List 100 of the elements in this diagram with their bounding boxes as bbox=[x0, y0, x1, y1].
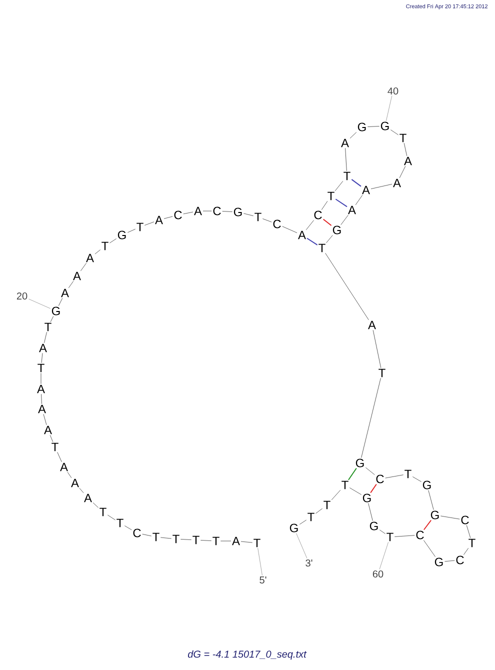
base-letter: T bbox=[192, 536, 200, 544]
base-letter: A bbox=[298, 230, 306, 240]
base-pair-line bbox=[423, 520, 432, 530]
base-letter: C bbox=[376, 474, 384, 484]
backbone-line bbox=[361, 378, 381, 458]
backbone-line bbox=[200, 540, 212, 541]
base-letter: A bbox=[38, 404, 46, 414]
base-letter: T bbox=[378, 368, 386, 378]
base-letter: G bbox=[118, 230, 126, 240]
base-letter: G bbox=[332, 226, 341, 234]
backbone-line bbox=[180, 539, 192, 540]
backbone-line bbox=[331, 490, 341, 500]
base-letter: G bbox=[380, 122, 389, 130]
backbone-line bbox=[94, 250, 101, 254]
backbone-line bbox=[50, 316, 54, 322]
base-letter: A bbox=[71, 478, 79, 488]
caption: dG = -4.1 15017_0_seq.txt bbox=[188, 650, 307, 660]
base-letter: A bbox=[368, 320, 376, 330]
base-pair-line bbox=[348, 468, 357, 480]
backbone-line bbox=[220, 540, 232, 542]
backbone-line bbox=[428, 490, 434, 510]
base-letter: T bbox=[116, 518, 124, 528]
backbone-line bbox=[349, 488, 362, 495]
base-pair-line bbox=[335, 198, 348, 208]
backbone-line bbox=[40, 372, 42, 384]
backbone-line bbox=[334, 180, 344, 192]
base-letter: T bbox=[468, 538, 476, 548]
base-letter: T bbox=[102, 242, 108, 250]
base-letter: T bbox=[318, 244, 326, 252]
leader-line bbox=[386, 96, 392, 121]
backbone-line bbox=[50, 434, 54, 442]
backbone-line bbox=[423, 540, 436, 557]
backbone-line bbox=[43, 414, 47, 426]
backbone-line bbox=[306, 220, 314, 230]
backbone-line bbox=[379, 530, 386, 534]
base-letter: G bbox=[290, 524, 298, 532]
base-letter: T bbox=[342, 480, 348, 490]
base-letter: A bbox=[362, 186, 370, 194]
backbone-line bbox=[222, 211, 233, 212]
backbone-line bbox=[58, 298, 63, 306]
backbone-line bbox=[57, 452, 62, 462]
base-letter: T bbox=[172, 534, 180, 544]
base-letter: A bbox=[341, 138, 349, 148]
backbone-line bbox=[41, 352, 43, 364]
backbone-line bbox=[124, 526, 132, 530]
leader-line bbox=[296, 533, 308, 558]
base-letter: A bbox=[232, 536, 240, 546]
base-letter: T bbox=[400, 134, 406, 142]
base-letter: A bbox=[73, 272, 81, 280]
base-letter: G bbox=[430, 510, 439, 520]
backbone-line bbox=[160, 537, 172, 539]
base-letter: A bbox=[194, 206, 202, 216]
position-number: 3' bbox=[306, 559, 312, 567]
base-letter: T bbox=[324, 500, 330, 510]
backbone-line bbox=[107, 514, 116, 520]
base-letter: A bbox=[37, 384, 45, 394]
base-letter: C bbox=[416, 530, 424, 540]
backbone-line bbox=[390, 130, 399, 136]
base-letter: T bbox=[386, 532, 394, 542]
backbone-line bbox=[142, 534, 152, 536]
backbone-line bbox=[355, 194, 363, 206]
backbone-line bbox=[79, 488, 84, 494]
base-letter: A bbox=[61, 288, 69, 298]
backbone-line bbox=[80, 262, 87, 272]
position-number: 5' bbox=[260, 576, 266, 584]
leader-line bbox=[379, 542, 389, 570]
backbone-line bbox=[164, 216, 173, 219]
backbone-line bbox=[68, 280, 74, 288]
base-letter: C bbox=[133, 528, 141, 538]
position-number: 60 bbox=[372, 570, 384, 578]
backbone-line bbox=[394, 535, 415, 537]
base-letter: C bbox=[273, 220, 281, 228]
backbone-line bbox=[92, 502, 99, 508]
backbone-line bbox=[183, 212, 194, 214]
base-letter: A bbox=[348, 206, 356, 214]
backbone-line bbox=[243, 213, 254, 216]
base-letter: T bbox=[308, 512, 314, 522]
backbone-line bbox=[326, 235, 333, 244]
base-letter: T bbox=[44, 322, 52, 332]
base-letter: G bbox=[362, 494, 371, 502]
position-number: 20 bbox=[16, 292, 28, 300]
backbone-line bbox=[399, 166, 406, 178]
backbone-line bbox=[202, 210, 212, 212]
base-letter: T bbox=[52, 442, 58, 452]
base-letter: T bbox=[100, 508, 106, 516]
base-letter: G bbox=[52, 306, 60, 316]
backbone-line bbox=[127, 228, 136, 233]
base-letter: T bbox=[328, 192, 334, 200]
base-letter: A bbox=[60, 462, 68, 472]
backbone-line bbox=[463, 548, 469, 555]
base-letter: T bbox=[152, 532, 160, 542]
base-pair-line bbox=[322, 218, 332, 226]
base-letter: T bbox=[136, 222, 144, 232]
base-letter: T bbox=[38, 364, 44, 372]
base-letter: A bbox=[84, 494, 92, 502]
base-letter: T bbox=[344, 172, 350, 180]
base-letter: T bbox=[254, 212, 262, 222]
base-letter: G bbox=[358, 122, 366, 132]
backbone-line bbox=[404, 142, 408, 156]
backbone-line bbox=[466, 525, 471, 538]
